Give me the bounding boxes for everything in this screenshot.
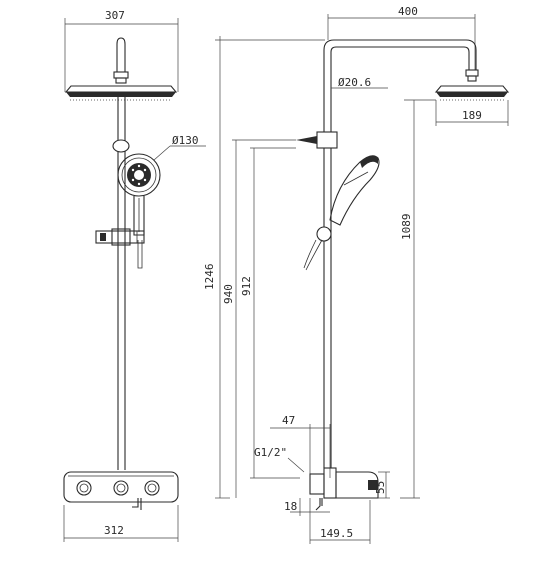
dim-1089: 1089	[400, 99, 436, 499]
dim-1246: 1246	[203, 36, 325, 499]
side-view: 400 Ø20.6 189	[222, 5, 510, 544]
dim-189: 189	[435, 100, 509, 126]
svg-text:18: 18	[284, 500, 297, 513]
svg-text:G1/2": G1/2"	[254, 446, 287, 459]
svg-text:149.5: 149.5	[320, 527, 353, 540]
dim-912: 912	[240, 147, 300, 479]
dim-18: 18	[284, 498, 330, 516]
front-riser	[112, 97, 130, 470]
svg-text:912: 912	[240, 276, 253, 296]
svg-text:307: 307	[105, 9, 125, 22]
front-top-pipe	[113, 37, 129, 84]
dim-940: 940	[222, 139, 296, 498]
svg-text:400: 400	[398, 5, 418, 18]
side-handshower	[303, 155, 380, 271]
dim-55: 55	[374, 471, 390, 499]
front-view: 307	[63, 9, 206, 542]
svg-text:189: 189	[462, 109, 482, 122]
side-riser-arm	[323, 39, 477, 468]
dim-20-6: Ø20.6	[331, 76, 388, 89]
front-rain-head	[64, 85, 178, 101]
side-rain-head	[434, 69, 510, 101]
svg-text:55: 55	[374, 481, 387, 494]
dim-307: 307	[64, 9, 179, 92]
front-valve-body	[63, 471, 179, 510]
front-slide-bracket	[95, 228, 145, 246]
svg-text:1246: 1246	[203, 264, 216, 291]
dim-47: 47	[270, 414, 331, 478]
svg-text:Ø20.6: Ø20.6	[338, 76, 371, 89]
svg-text:1089: 1089	[400, 214, 413, 241]
svg-text:47: 47	[282, 414, 295, 427]
front-handshower	[117, 153, 161, 269]
dim-130: Ø130	[153, 134, 206, 161]
dim-400: 400	[327, 5, 476, 70]
dim-149-5: 149.5	[309, 500, 371, 544]
dim-312: 312	[63, 505, 179, 542]
label-g12: G1/2"	[254, 446, 305, 473]
svg-text:940: 940	[222, 284, 235, 304]
svg-text:312: 312	[104, 524, 124, 537]
side-valve-body	[309, 467, 379, 511]
svg-text:Ø130: Ø130	[172, 134, 199, 147]
side-wall-bracket	[296, 131, 338, 149]
